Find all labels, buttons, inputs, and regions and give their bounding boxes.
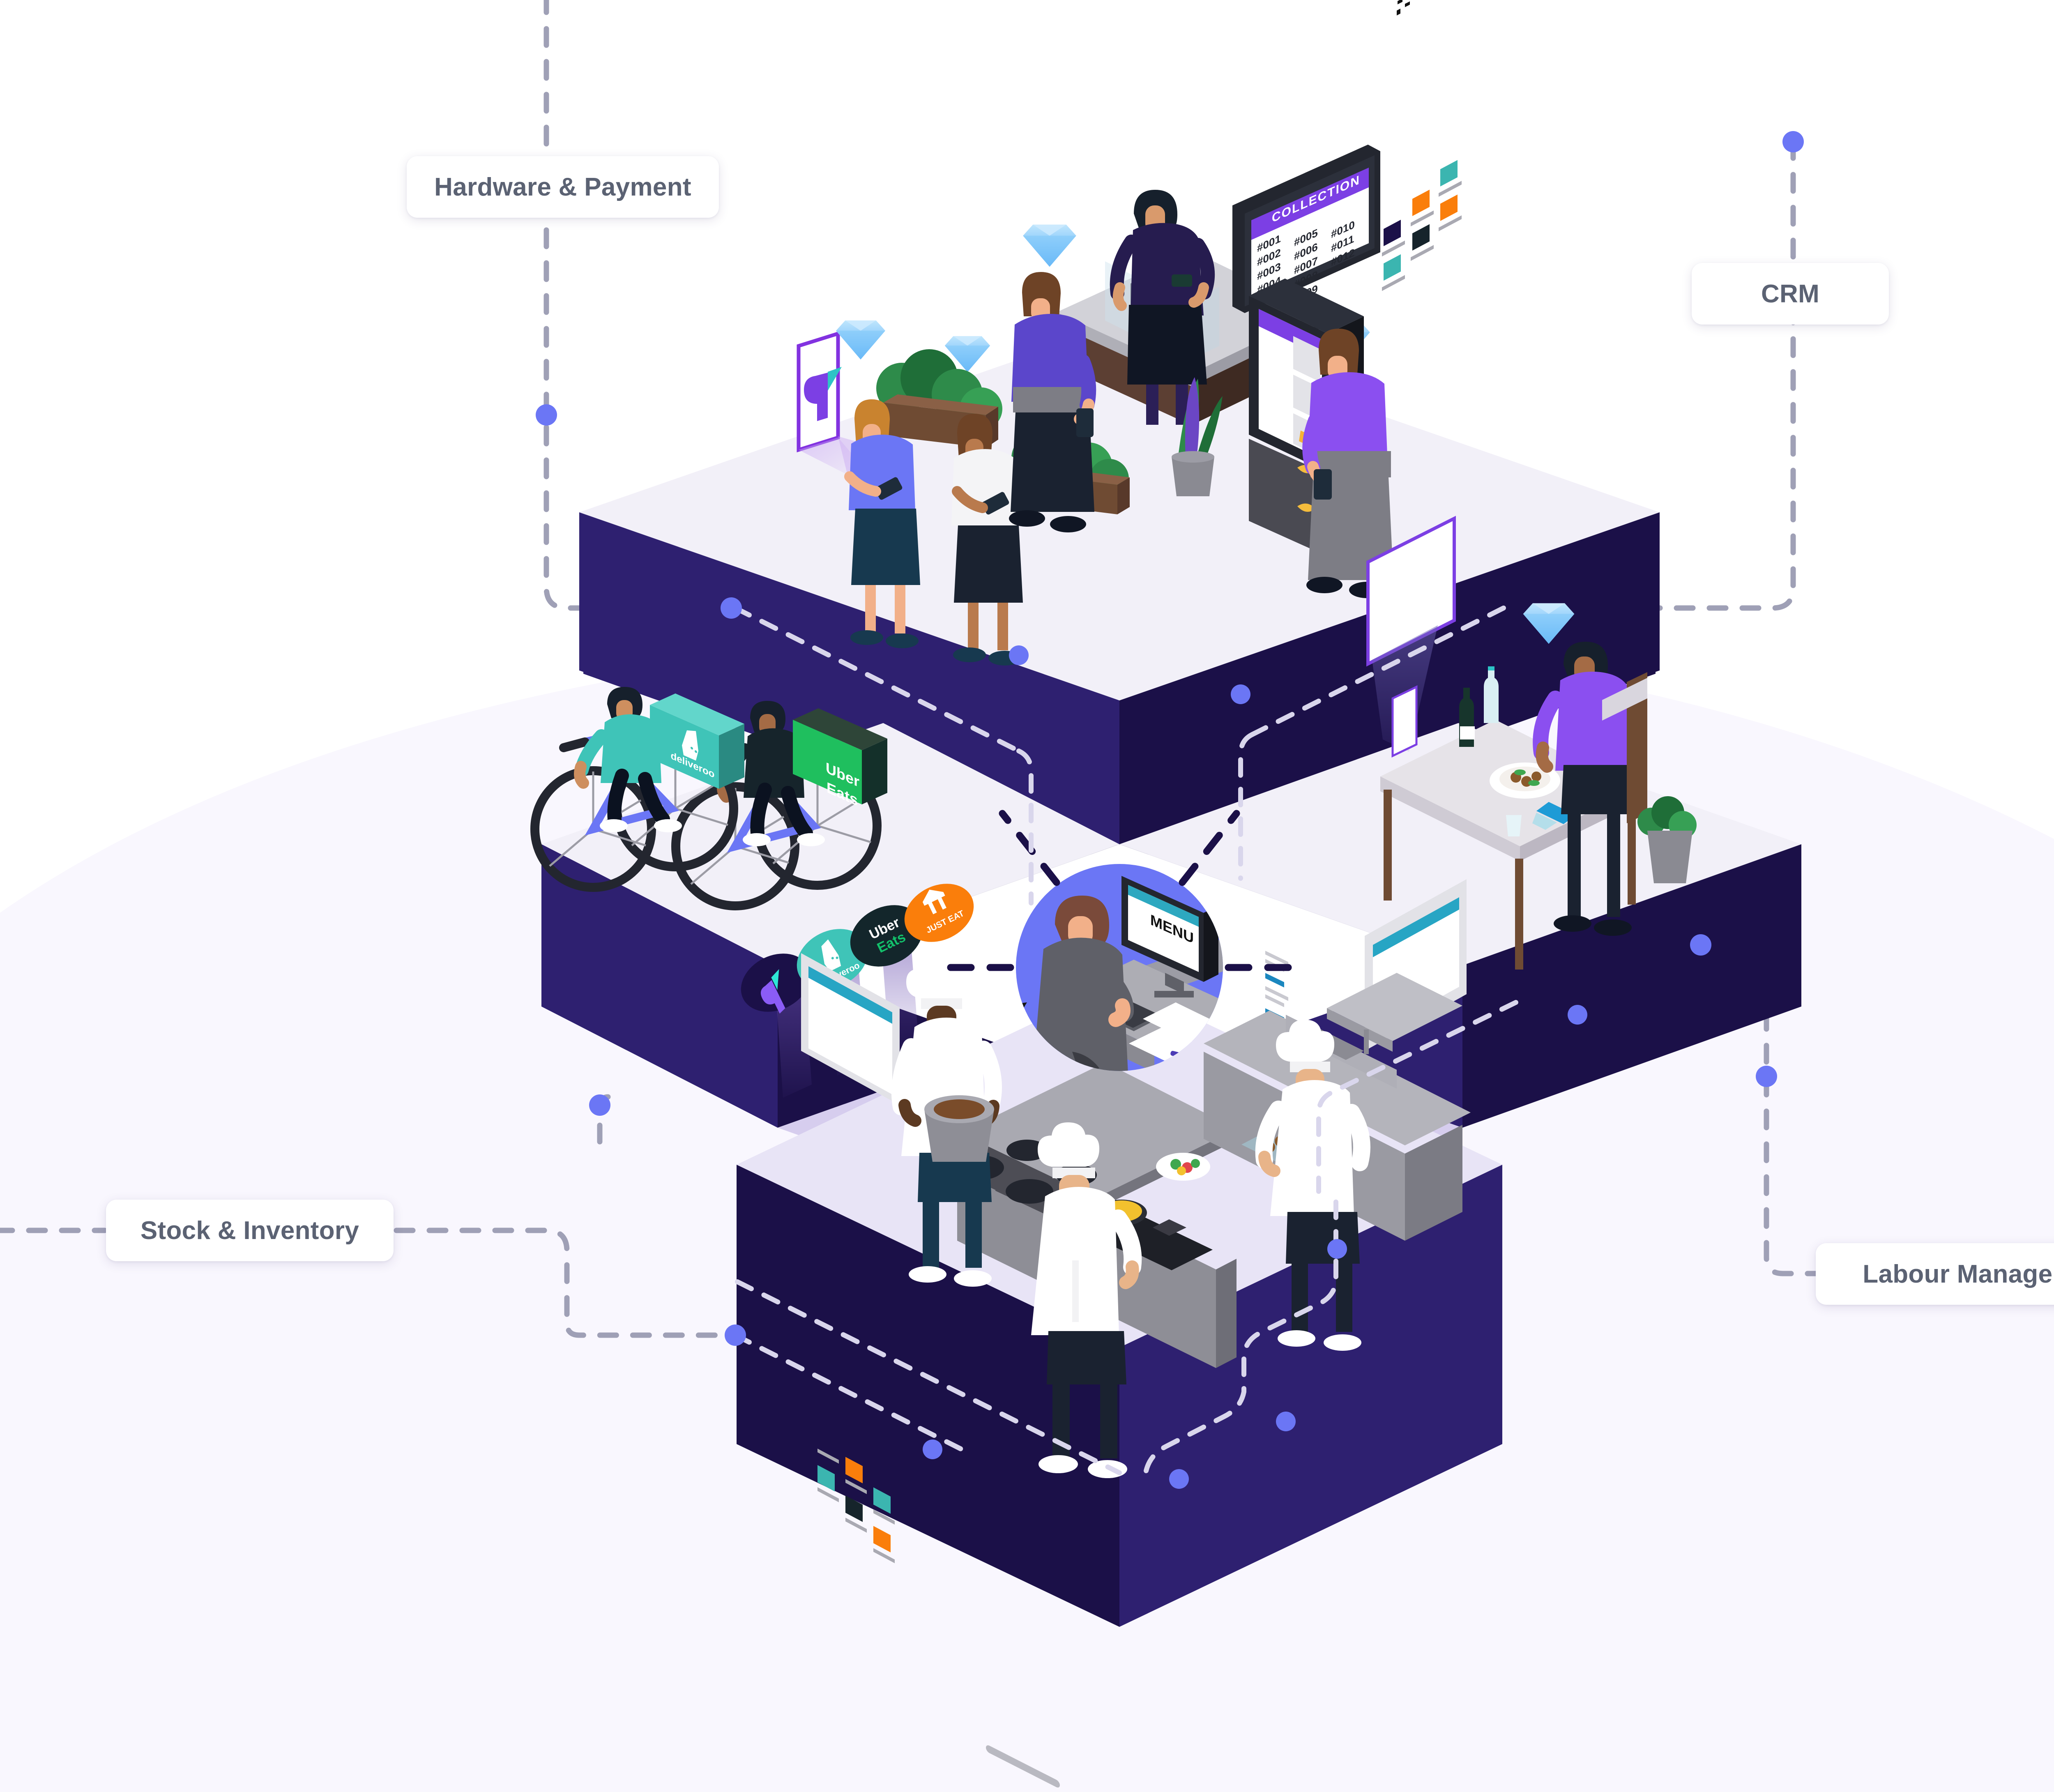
node-dot xyxy=(1327,1239,1347,1259)
node-dot xyxy=(1009,645,1029,665)
connector-routes-outer xyxy=(0,0,1827,1338)
label-text: Hardware & Payment xyxy=(434,173,691,201)
potted-plant xyxy=(1172,377,1223,496)
node-dot xyxy=(725,1324,746,1346)
potted-plant xyxy=(1637,796,1697,883)
node-dot xyxy=(1276,1412,1296,1431)
counter-customer xyxy=(1009,272,1096,532)
customer-with-phone xyxy=(951,414,1023,666)
cashier xyxy=(1110,190,1215,425)
node-dot xyxy=(1690,934,1711,956)
label-hardware-payment[interactable]: Hardware & Payment xyxy=(407,156,719,218)
chef-with-tray xyxy=(1255,1020,1370,1351)
chef-at-hob xyxy=(1031,1122,1142,1478)
delivery-partner-logos: deliveroo Uber Eats JUST EAT xyxy=(741,884,974,1098)
node-dot xyxy=(1568,1005,1587,1025)
orders-tablet[interactable] xyxy=(801,953,900,1564)
node-dot xyxy=(721,597,742,619)
label-text: Stock & Inventory xyxy=(140,1216,359,1245)
label-text: CRM xyxy=(1761,279,1820,308)
chef-with-pot xyxy=(891,956,1002,1287)
node-dot xyxy=(1231,684,1250,704)
node-dot xyxy=(1169,1469,1189,1489)
just-eat-badge xyxy=(904,884,974,942)
connector-nodes xyxy=(536,131,1804,1489)
customer-with-phone xyxy=(844,399,920,648)
label-stock-inventory[interactable]: Stock & Inventory xyxy=(106,1200,394,1261)
uber-eats-rider: Uber Eats xyxy=(671,701,887,910)
deliveroo-rider: deliveroo xyxy=(530,687,744,892)
node-dot xyxy=(589,1094,610,1116)
qr-poster xyxy=(1366,516,1456,752)
collection-board: #001 #002 #003 #004 #005 #006 #007 #008 … xyxy=(1232,145,1380,313)
loyalty-gem xyxy=(836,320,885,359)
node-dot xyxy=(536,404,557,426)
loyalty-gem xyxy=(944,336,990,372)
label-labour-management[interactable]: Labour Management xyxy=(1816,1243,2054,1305)
node-dot xyxy=(1782,131,1804,152)
node-dot xyxy=(1756,1066,1777,1087)
loyalty-gem xyxy=(1523,603,1575,644)
connector-routes-cube xyxy=(733,606,1518,1475)
node-dot xyxy=(923,1440,942,1459)
label-text: Labour Management xyxy=(1863,1260,2054,1288)
loyalty-gem xyxy=(1023,224,1076,267)
diner xyxy=(1533,642,1647,936)
hologram-logo-panel xyxy=(797,331,857,474)
label-crm[interactable]: CRM xyxy=(1692,263,1889,325)
